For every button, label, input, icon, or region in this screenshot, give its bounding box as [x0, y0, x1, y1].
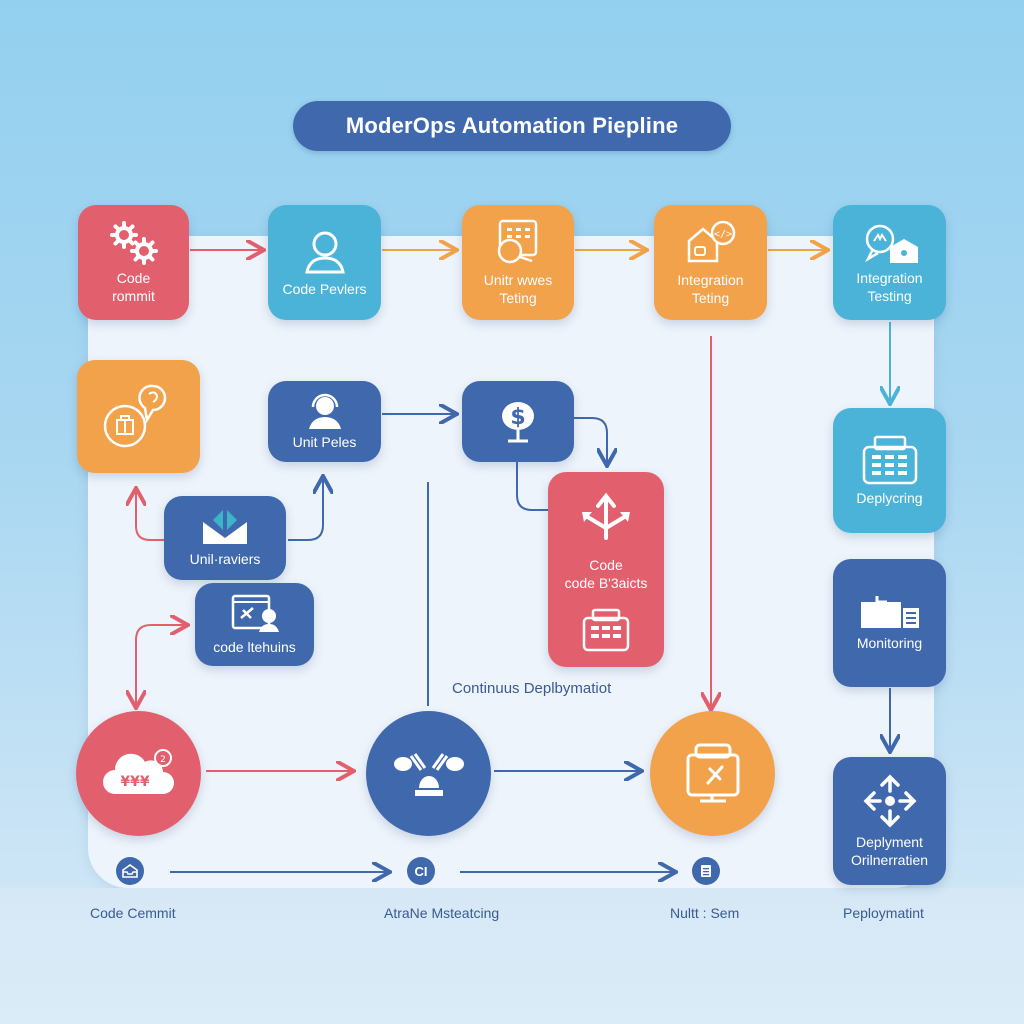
node-label: Code Pevlers: [282, 280, 367, 297]
node-label: Deplycring: [856, 489, 923, 506]
node-label: Integration Teting: [677, 271, 744, 306]
footer-band: [0, 888, 1024, 1024]
caption-available-meeting: AtraNe Msteatcing: [384, 905, 500, 921]
monitor-tools-icon: [684, 743, 742, 805]
node-deployment-orchestration[interactable]: Deplyment Orilnerratien: [833, 757, 946, 885]
calendar-review-icon: [490, 219, 546, 267]
svg-text:$: $: [510, 405, 525, 430]
document-icon: [700, 864, 712, 878]
gears-icon: [106, 220, 162, 265]
node-label: Monitoring: [856, 635, 923, 651]
svg-text:¥¥¥: ¥¥¥: [120, 774, 149, 790]
node-code-tehuins[interactable]: code ltehuins: [195, 583, 314, 666]
person-icon: [301, 228, 349, 276]
monitor-devices-icon: [859, 594, 921, 630]
move-arrows-icon: [862, 773, 918, 829]
envelope-code-icon: [199, 508, 251, 546]
caption-multi-sem: Nultt : Sem: [670, 905, 740, 921]
dollar-globe-icon: $: [496, 398, 540, 446]
register-icon: [861, 435, 919, 485]
svg-text:</>: </>: [713, 229, 731, 240]
node-unit-testing[interactable]: Unitr wwes Teting: [462, 205, 574, 320]
node-label: Deplyment Orilnerratien: [850, 834, 929, 868]
node-label: code ltehuins: [213, 638, 296, 655]
node-integration-testing-1[interactable]: </> Integration Teting: [654, 205, 767, 320]
marker-inbox[interactable]: [116, 857, 144, 885]
node-label: Unit Peles: [292, 433, 357, 450]
node-integration-testing-2[interactable]: Integration Testing: [833, 205, 946, 320]
chat-building-icon: [860, 221, 920, 265]
node-cloud-circle[interactable]: ¥¥¥ 2: [76, 711, 201, 836]
node-lamp-circle[interactable]: [366, 711, 491, 836]
headset-person-icon: [305, 393, 345, 429]
page-title: ModerOps Automation Piepline: [293, 101, 731, 151]
node-dollar-box[interactable]: $: [462, 381, 574, 462]
node-label: Unil·raviers: [189, 551, 261, 567]
register-icon: [581, 608, 631, 652]
marker-ci[interactable]: CI: [407, 857, 435, 885]
marker-ci-label: CI: [414, 863, 428, 879]
continuous-deployment-caption: Continuus Deplbymatiot: [452, 680, 612, 697]
node-label: Unitr wwes Teting: [483, 271, 553, 306]
node-code-commit[interactable]: Code rommit: [78, 205, 189, 320]
node-label: Code code B'3aicts: [564, 557, 648, 591]
house-code-icon: </>: [683, 219, 739, 267]
node-unit-peles[interactable]: Unit Peles: [268, 381, 381, 462]
node-monitoring[interactable]: Monitoring: [833, 559, 946, 687]
node-monitor-circle[interactable]: [650, 711, 775, 836]
node-code-reviews[interactable]: Code Pevlers: [268, 205, 381, 320]
briefcase-pin-icon: [99, 382, 179, 452]
browser-tools-icon: [229, 594, 281, 634]
node-orange-box[interactable]: [77, 360, 200, 473]
cloud-icon: ¥¥¥ 2: [102, 748, 175, 800]
lamp-icon: [391, 748, 467, 800]
branch-arrows-icon: [578, 490, 634, 542]
marker-document[interactable]: [692, 857, 720, 885]
node-unit-raviews[interactable]: Unil·raviers: [164, 496, 286, 580]
inbox-icon: [122, 864, 138, 878]
svg-text:2: 2: [160, 755, 166, 765]
caption-deployment: Peploymatint: [843, 905, 924, 921]
node-deploying[interactable]: Deplycring: [833, 408, 946, 533]
node-label: Integration Testing: [856, 269, 923, 304]
node-label: Code rommit: [112, 269, 155, 304]
caption-code-commit: Code Cemmit: [90, 905, 176, 921]
node-code-branches[interactable]: Code code B'3aicts: [548, 472, 664, 667]
